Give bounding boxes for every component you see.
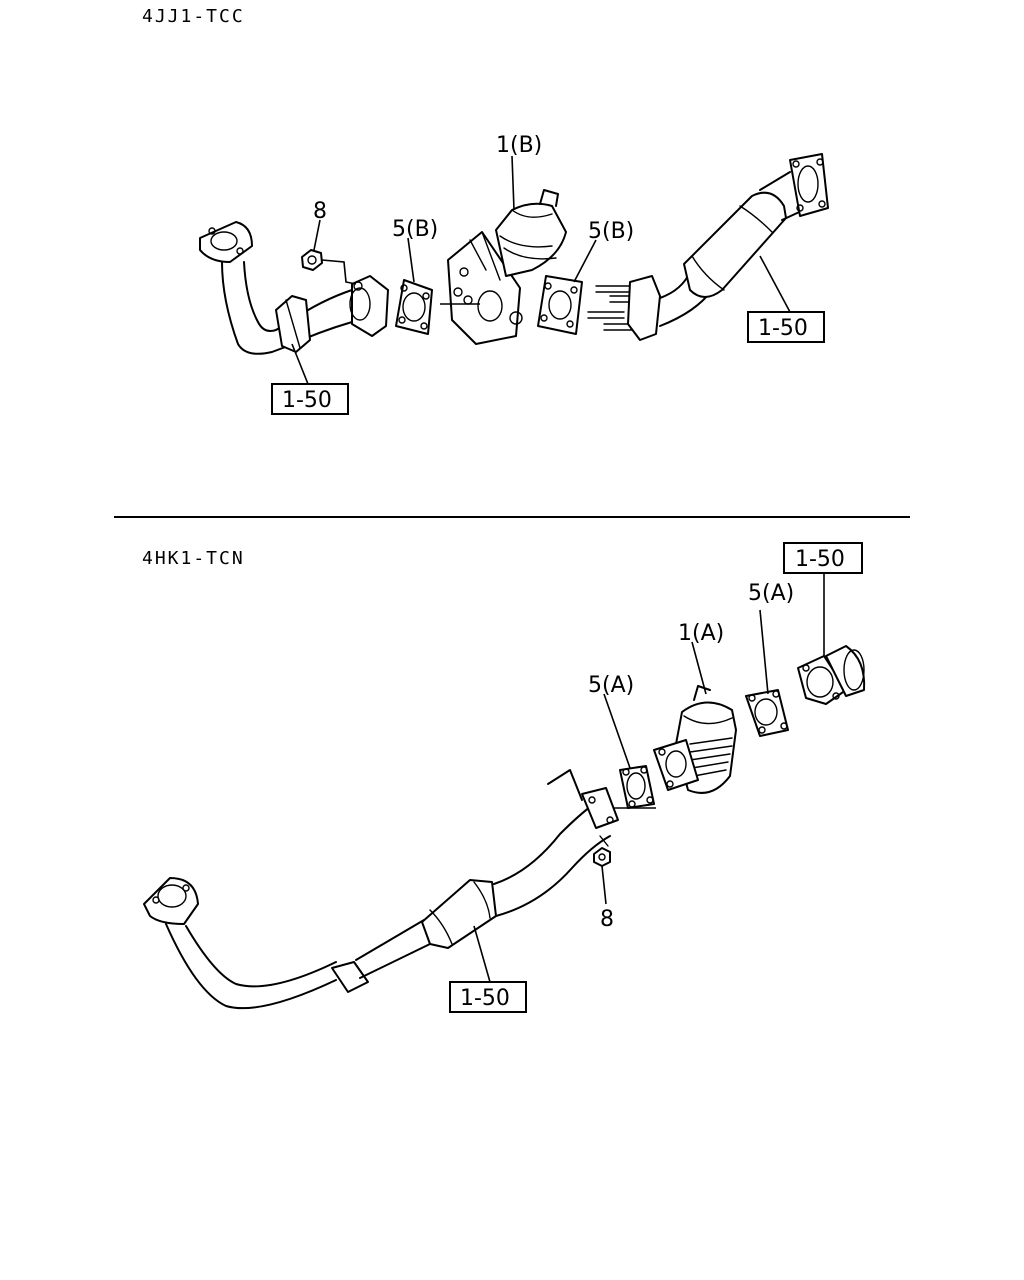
part-label-1b: 1(B) [496, 133, 542, 158]
leader-egr-valve-1b [511, 155, 515, 211]
section-4hk1-tcn: 4HK1-TCN 1-50 5(A) [142, 542, 866, 1013]
leader-ref-rear-top [759, 255, 791, 313]
leader-gasket-5b-left [407, 237, 415, 283]
gasket-5b-left [395, 279, 433, 335]
ref-box-front-pipe-bottom: 1-50 [449, 981, 527, 1013]
leader-ref-front-top [291, 343, 309, 385]
part-label-5a-upper: 5(A) [748, 581, 794, 606]
part-label-5b-right: 5(B) [588, 219, 634, 244]
gasket-5a-lower [619, 765, 655, 809]
leader-gasket-5b-right [573, 239, 597, 283]
engine-label-4hk1: 4HK1-TCN [142, 548, 245, 569]
ref-label-front-pipe-top: 1-50 [282, 388, 332, 413]
leader-egr-valve-1a [691, 641, 707, 695]
engine-label-4jj1: 4JJ1-TCC [142, 6, 245, 27]
leader-nut-8-bottom [601, 865, 607, 905]
front-exhaust-pipe-bottom [143, 787, 619, 1010]
part-label-8-bottom: 8 [600, 907, 614, 932]
front-exhaust-pipe-top [199, 221, 389, 355]
ref-box-rear-pipe-top: 1-50 [747, 311, 825, 343]
egr-valve-1a [653, 685, 737, 794]
nut-part-8-bottom [593, 847, 611, 867]
outlet-flange-pipe [797, 645, 866, 705]
stud-bolt [547, 769, 583, 801]
part-label-1a: 1(A) [678, 621, 724, 646]
ref-label-outlet-pipe: 1-50 [795, 547, 845, 572]
nut-part-8-top [301, 249, 357, 285]
part-label-8-top: 8 [313, 199, 327, 224]
leader-gasket-5a-upper [759, 609, 769, 695]
rear-pipe-with-converter-top [587, 153, 829, 341]
ref-box-front-pipe-top: 1-50 [271, 383, 349, 415]
leader-ref-front-bottom [473, 925, 491, 983]
ref-box-outlet-pipe: 1-50 [783, 542, 863, 574]
gasket-5b-right [537, 275, 583, 335]
part-label-5b-left: 5(B) [392, 217, 438, 242]
leader-nut-8-top [313, 219, 321, 251]
gasket-5a-upper [745, 689, 789, 737]
section-4jj1-tcc: 4JJ1-TCC 8 [142, 6, 829, 415]
ref-label-rear-pipe-top: 1-50 [758, 316, 808, 341]
ref-label-front-pipe-bottom: 1-50 [460, 986, 510, 1011]
part-label-5a-lower: 5(A) [588, 673, 634, 698]
leader-gasket-5a-lower [603, 693, 631, 769]
